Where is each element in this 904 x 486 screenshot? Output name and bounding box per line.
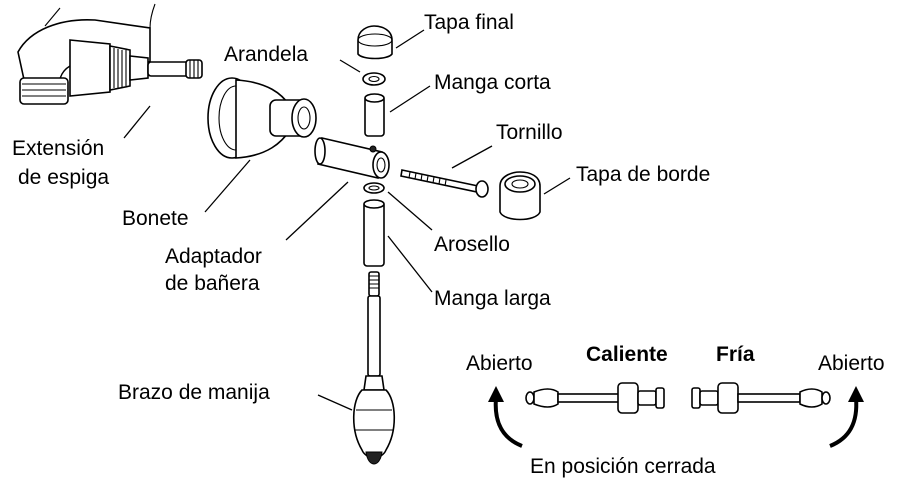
hot-handle-icon — [525, 382, 665, 414]
label-long-sleeve: Manga larga — [434, 287, 551, 310]
label-cold: Fría — [716, 343, 755, 366]
label-open-right: Abierto — [818, 352, 885, 375]
label-o-ring: Arosello — [434, 233, 510, 256]
label-short-sleeve: Manga corta — [434, 71, 551, 94]
left-rotation-arrow-icon — [488, 386, 523, 448]
washer-drawing — [339, 59, 386, 86]
handle-arm-drawing — [317, 271, 396, 465]
label-washer: Arandela — [224, 43, 309, 66]
label-open-left: Abierto — [466, 352, 533, 375]
label-handle-arm: Brazo de manija — [118, 381, 270, 404]
label-end-cap: Tapa final — [424, 11, 514, 34]
label-tub-adapter-line2: de bañera — [165, 272, 260, 295]
trim-cap-drawing — [499, 171, 571, 221]
o-ring-drawing — [363, 182, 433, 231]
tub-adapter-drawing — [285, 137, 390, 241]
label-screw: Tornillo — [496, 121, 563, 144]
end-cap-drawing — [357, 25, 425, 60]
screw-drawing — [400, 145, 493, 198]
label-bonnet: Bonete — [122, 207, 189, 230]
bonnet-drawing — [204, 77, 317, 213]
label-closed-position: En posición cerrada — [530, 455, 716, 478]
faucet-body-drawing — [17, 3, 156, 105]
label-hot: Caliente — [586, 343, 668, 366]
label-trim-cap: Tapa de borde — [576, 163, 711, 186]
short-sleeve-drawing — [364, 85, 431, 137]
cold-handle-icon — [691, 382, 831, 414]
long-sleeve-drawing — [363, 199, 433, 293]
label-stem-extension-line2: de espiga — [18, 166, 110, 189]
stem-extension-drawing — [123, 59, 203, 139]
label-tub-adapter-line1: Adaptador — [165, 245, 262, 268]
handle-position-legend — [488, 382, 864, 448]
label-stem-extension-line1: Extensión — [12, 137, 105, 160]
right-rotation-arrow-icon — [829, 386, 864, 448]
